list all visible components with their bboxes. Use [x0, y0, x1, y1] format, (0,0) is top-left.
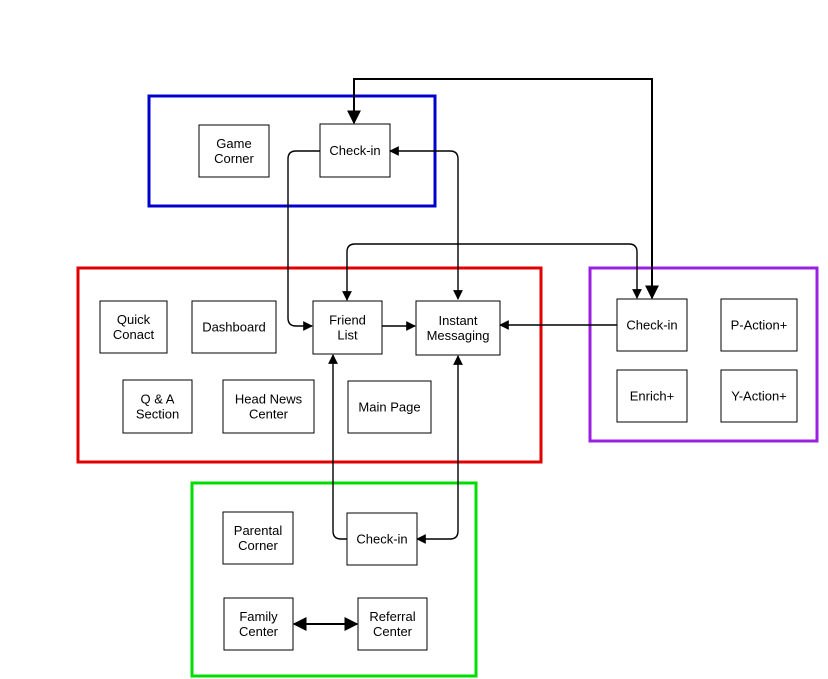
- node-label-line: Head News: [235, 392, 303, 407]
- edge-checkin-right-to-checkin-top: [347, 78, 659, 300]
- node-label-line: Section: [136, 407, 179, 422]
- node-label-line: Center: [373, 624, 413, 639]
- node-label-line: Check-in: [626, 318, 677, 333]
- node-checkin-top: Check-in: [319, 123, 391, 178]
- node-checkin-right: Check-in: [616, 298, 688, 352]
- edge-checkin-bottom-to-friend-list: [328, 354, 347, 540]
- edge-checkin-top-to-friend-list: [287, 150, 320, 331]
- group-frame-bottom: [190, 481, 478, 678]
- node-main-page: Main Page: [347, 380, 432, 434]
- node-label-line: Q & A: [141, 392, 175, 407]
- node-label-line: Parental: [234, 523, 283, 538]
- node-label-line: Game: [216, 136, 251, 151]
- node-dashboard: Dashboard: [191, 300, 277, 354]
- node-label-line: Friend: [329, 313, 366, 328]
- node-label-line: Check-in: [356, 532, 407, 547]
- node-label-line: P-Action+: [731, 318, 788, 333]
- node-label-line: Referral: [369, 609, 415, 624]
- node-enrich: Enrich+: [616, 369, 688, 423]
- group-frame-right: [588, 266, 819, 443]
- node-label-line: Enrich+: [630, 389, 674, 404]
- node-label-line: Center: [249, 407, 289, 422]
- edge-instant-messaging-to-checkin-top: [389, 146, 463, 300]
- node-label-line: Instant: [438, 313, 477, 328]
- node-label-line: Corner: [238, 538, 278, 553]
- node-label-line: Check-in: [329, 143, 380, 158]
- edge-instant-messaging-to-checkin-bottom: [416, 355, 463, 544]
- node-label-line: Quick: [117, 312, 151, 327]
- node-label-line: Main Page: [358, 400, 420, 415]
- group-frame-middle: [76, 266, 543, 464]
- node-p-action: P-Action+: [720, 298, 798, 352]
- node-label-line: Dashboard: [202, 320, 266, 335]
- node-label-line: Corner: [214, 151, 254, 166]
- node-label-line: Center: [239, 624, 279, 639]
- node-y-action: Y-Action+: [720, 369, 798, 423]
- node-label-line: List: [337, 328, 358, 343]
- node-checkin-bottom: Check-in: [346, 512, 418, 566]
- node-label-line: Conact: [113, 327, 155, 342]
- edge-friend-list-to-checkin-right: [342, 243, 642, 301]
- node-label-line: Family: [239, 609, 278, 624]
- node-label-line: Y-Action+: [731, 389, 787, 404]
- node-label-line: Messaging: [427, 328, 490, 343]
